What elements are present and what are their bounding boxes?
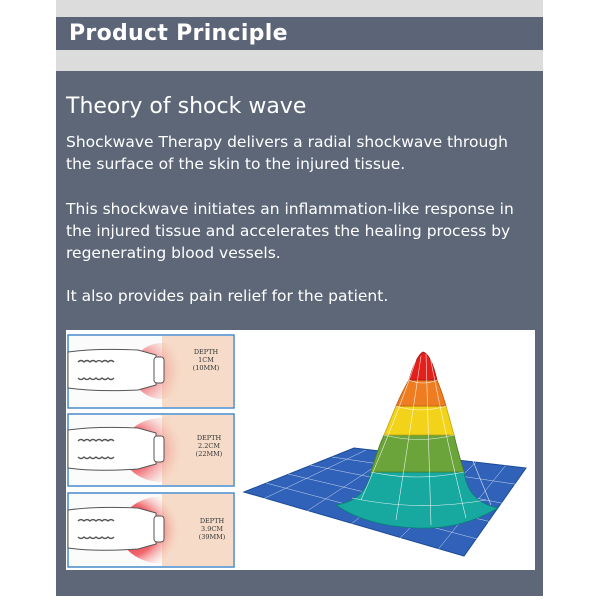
depth-label-1-line2: 1CM: [198, 356, 214, 364]
depth-label-3-line1: DEPTH: [200, 517, 225, 525]
section-header: Product Principle: [56, 17, 543, 50]
divider-band: [56, 50, 543, 71]
depth-label-1-line1: DEPTH: [194, 348, 219, 356]
pressure-distribution-mesh: [242, 351, 527, 557]
paragraph-3: It also provides pain relief for the pat…: [66, 287, 389, 305]
depth-label-2-line3: (22MM): [196, 450, 223, 458]
depth-label-2-line2: 2.2CM: [198, 442, 220, 450]
content-panel: Theory of shock wave Shockwave Therapy d…: [56, 71, 543, 596]
shockwave-figure: DEPTH 1CM (10MM) DEPTH 2.2CM (22MM): [66, 330, 535, 570]
depth-label-1-line3: (10MM): [193, 364, 220, 372]
depth-panel-3: DEPTH 3.9CM (39MM): [67, 492, 235, 568]
depth-panel-2: DEPTH 2.2CM (22MM): [67, 413, 235, 487]
shockwave-illustration: DEPTH 1CM (10MM) DEPTH 2.2CM (22MM): [67, 334, 527, 568]
depth-label-2-line1: DEPTH: [197, 434, 222, 442]
depth-label-3-line2: 3.9CM: [201, 525, 223, 533]
theory-heading: Theory of shock wave: [66, 94, 307, 119]
paragraph-1: Shockwave Therapy delivers a radial shoc…: [66, 133, 508, 173]
top-strip: [56, 0, 543, 17]
depth-panel-1: DEPTH 1CM (10MM): [67, 334, 235, 409]
section-title: Product Principle: [69, 21, 288, 46]
paragraph-2: This shockwave initiates an inflammation…: [66, 200, 514, 262]
depth-label-3-line3: (39MM): [199, 533, 226, 541]
